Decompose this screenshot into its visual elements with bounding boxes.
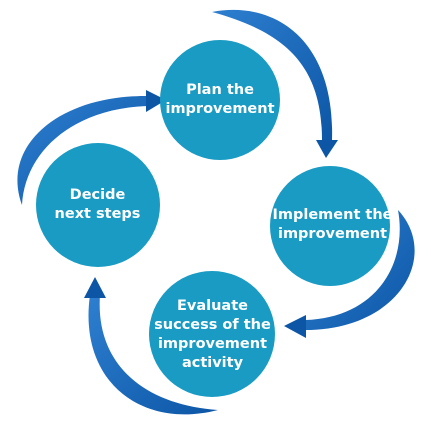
step-label-implement: Implement the improvement — [272, 207, 393, 242]
step-label-plan: Plan the improvement — [165, 82, 275, 117]
step-label-evaluate: Evaluate success of the improvement acti… — [154, 298, 271, 371]
arrow-head-plan-to-implement — [316, 140, 338, 158]
step-circle-implement — [270, 166, 390, 286]
step-circle-evaluate — [149, 271, 275, 397]
arrow-evaluate-to-decide — [88, 295, 218, 415]
step-circle-plan — [160, 40, 280, 160]
arrow-decide-to-plan — [17, 95, 149, 205]
step-label-decide: Decide next steps — [54, 187, 141, 222]
arrow-head-evaluate-to-decide — [84, 277, 106, 298]
arrow-implement-to-evaluate — [305, 210, 415, 330]
arrow-head-implement-to-evaluate — [284, 315, 306, 338]
arrow-head-decide-to-plan — [146, 90, 166, 112]
step-circle-decide — [36, 143, 160, 267]
arrow-plan-to-implement — [212, 9, 333, 140]
